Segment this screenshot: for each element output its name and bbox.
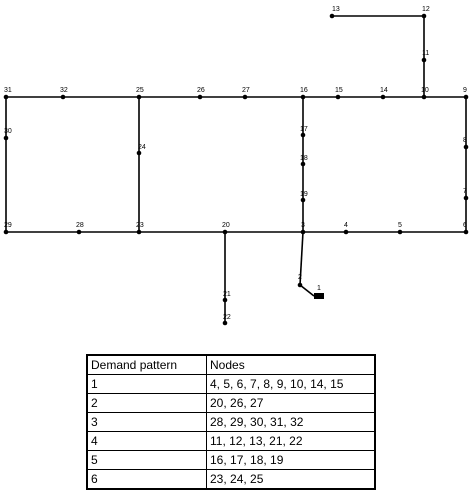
junction-21 <box>222 297 228 303</box>
table-row: 4 11, 12, 13, 21, 22 <box>86 431 376 451</box>
header-nodes: Nodes <box>206 354 376 375</box>
junction-29 <box>3 229 9 235</box>
junction-10 <box>421 94 427 100</box>
junction-32 <box>60 94 66 100</box>
junction-27 <box>242 94 248 100</box>
junction-22 <box>222 320 228 326</box>
junction-7 <box>463 195 469 201</box>
junction-label-21: 21 <box>223 291 231 298</box>
nodes-cell: 28, 29, 30, 31, 32 <box>206 412 376 432</box>
junction-24 <box>136 150 142 156</box>
junction-label-4: 4 <box>344 222 348 229</box>
pattern-cell: 1 <box>86 374 207 394</box>
table-row: 1 4, 5, 6, 7, 8, 9, 10, 14, 15 <box>86 374 376 394</box>
junction-label-18: 18 <box>300 155 308 162</box>
junction-label-23: 23 <box>136 222 144 229</box>
junction-31 <box>3 94 9 100</box>
junction-label-11: 11 <box>422 50 429 57</box>
table-header-row: Demand pattern Nodes <box>86 354 376 375</box>
table-row: 5 16, 17, 18, 19 <box>86 450 376 470</box>
junction-label-24: 24 <box>138 144 146 151</box>
pattern-cell: 6 <box>86 469 207 490</box>
pattern-cell: 2 <box>86 393 207 413</box>
pattern-cell: 5 <box>86 450 207 470</box>
junction-label-19: 19 <box>300 191 308 198</box>
junction-label-5: 5 <box>398 222 402 229</box>
junction-4 <box>343 229 349 235</box>
junction-16 <box>300 94 306 100</box>
nodes-cell: 11, 12, 13, 21, 22 <box>206 431 376 451</box>
junction-label-22: 22 <box>223 314 231 321</box>
junction-label-28: 28 <box>76 222 84 229</box>
junction-label-7: 7 <box>463 188 467 195</box>
junction-5 <box>397 229 403 235</box>
junctions <box>3 13 469 326</box>
junction-label-20: 20 <box>222 222 230 229</box>
nodes-cell: 4, 5, 6, 7, 8, 9, 10, 14, 15 <box>206 374 376 394</box>
junction-label-12: 12 <box>422 6 430 13</box>
junction-label-30: 30 <box>4 128 12 135</box>
header-demand-pattern: Demand pattern <box>86 354 207 375</box>
junction-label-25: 25 <box>136 87 144 94</box>
junction-18 <box>300 161 306 167</box>
demand-pattern-table: Demand pattern Nodes 1 4, 5, 6, 7, 8, 9,… <box>86 354 376 490</box>
junction-label-2: 2 <box>298 274 302 281</box>
nodes-cell: 20, 26, 27 <box>206 393 376 413</box>
junction-label-13: 13 <box>332 6 340 13</box>
junction-label-29: 29 <box>4 222 12 229</box>
pattern-cell: 4 <box>86 431 207 451</box>
junction-label-16: 16 <box>300 87 308 94</box>
junction-19 <box>300 197 306 203</box>
junction-11 <box>421 57 427 63</box>
junction-30 <box>3 135 9 141</box>
junction-label-17: 17 <box>300 126 308 133</box>
table-row: 2 20, 26, 27 <box>86 393 376 413</box>
nodes-cell: 23, 24, 25 <box>206 469 376 490</box>
junction-label-8: 8 <box>463 137 467 144</box>
table-row: 3 28, 29, 30, 31, 32 <box>86 412 376 432</box>
junction-label-26: 26 <box>197 87 205 94</box>
junction-23 <box>136 229 142 235</box>
junction-13 <box>329 13 335 19</box>
junction-28 <box>76 229 82 235</box>
junction-label-10: 10 <box>421 87 429 94</box>
junction-label-6: 6 <box>463 222 467 229</box>
junction-6 <box>463 229 469 235</box>
junction-25 <box>136 94 142 100</box>
junction-14 <box>380 94 386 100</box>
junction-9 <box>463 94 469 100</box>
junction-label-27: 27 <box>242 87 250 94</box>
junction-label-32: 32 <box>60 87 68 94</box>
junction-8 <box>463 144 469 150</box>
junction-label-15: 15 <box>335 87 343 94</box>
pipe-2-1 <box>299 284 315 297</box>
junction-15 <box>335 94 341 100</box>
junction-label-14: 14 <box>380 87 388 94</box>
junction-label-3: 3 <box>301 222 305 229</box>
junction-label-1: 1 <box>317 285 321 292</box>
pattern-cell: 3 <box>86 412 207 432</box>
reservoir-shape <box>314 293 324 299</box>
junction-12 <box>421 13 427 19</box>
junction-label-31: 31 <box>4 87 12 94</box>
junction-label-9: 9 <box>463 87 467 94</box>
junction-3 <box>300 229 306 235</box>
nodes-cell: 16, 17, 18, 19 <box>206 450 376 470</box>
junction-20 <box>222 229 228 235</box>
table-row: 6 23, 24, 25 <box>86 469 376 490</box>
pipes <box>5 15 467 323</box>
reservoir-icon <box>314 293 324 299</box>
junction-17 <box>300 132 306 138</box>
junction-26 <box>197 94 203 100</box>
pipe-3-2 <box>299 231 304 286</box>
junction-2 <box>297 282 303 288</box>
